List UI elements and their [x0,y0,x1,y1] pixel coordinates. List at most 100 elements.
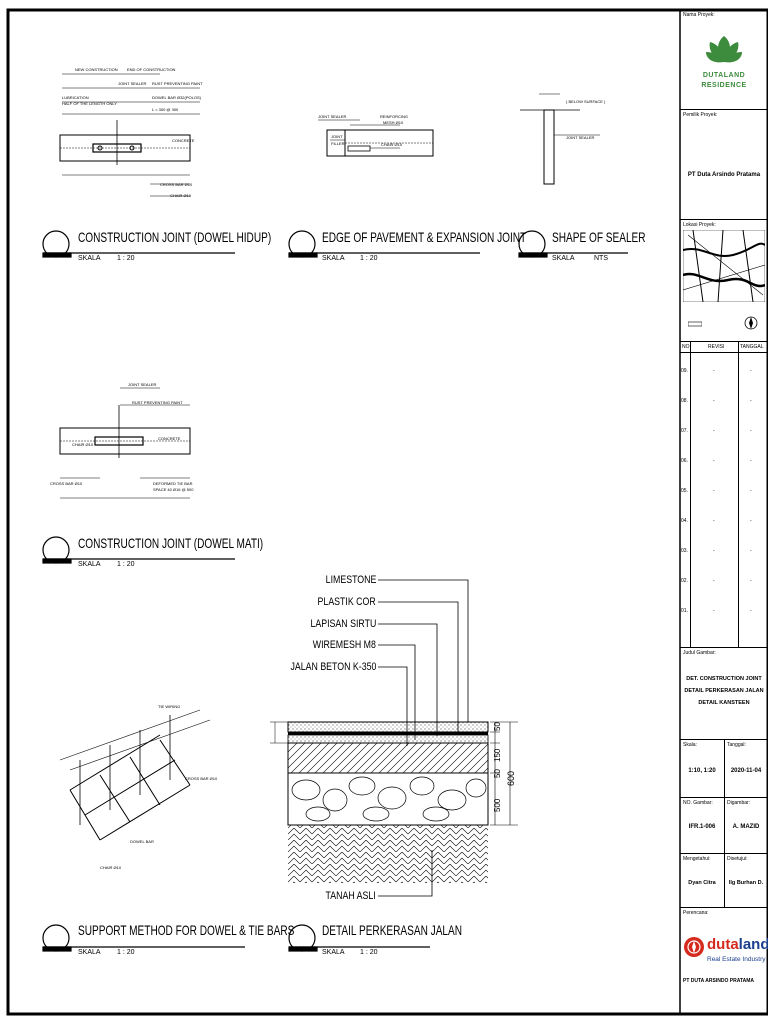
revisi-row-tanggal: - [750,488,752,494]
tb-no-gambar: NO. Gambar: Digambar: IFR.1-006 A. MAZID [680,798,768,854]
sealer-joint-sealer: JOINT SEALER [566,135,594,140]
layer-label-wiremesh: WIREMESH M8 [312,639,376,651]
layer-label-sirtu: LAPISAN SIRTU [310,618,376,630]
cj-mati-concrete: CONCRETE [158,436,181,441]
layer-plastik [288,732,488,735]
revisi-row-tanggal: - [750,428,752,434]
revisi-row-no: 04. [681,518,688,524]
tb-revisi-header-no: NO. [682,344,691,350]
layer-label-limestone: LIMESTONE [325,574,376,586]
revisi-row-no: 05. [681,488,688,494]
detail-support-method: TIE WIRING CROSS BAR Ø10 DOWEL BAR CHAIR… [59,704,218,870]
detail-shape-of-sealer: ( BELOW SURFACE ) JOINT SEALER [520,93,606,185]
tb-judul-line-3: DETAIL KANSTEEN [698,700,750,706]
tb-brand-row: dutaland [707,936,768,953]
cj-mati-chair: CHAIR Ø10 [72,442,94,447]
skala-cj-hidup-label: SKALA [78,255,101,262]
skala-edge-value: 1 : 20 [360,255,378,262]
tb-brand-tagline: Real Estate Industry [707,956,766,963]
title-support-method: SUPPORT METHOD FOR DOWEL & TIE BARS [78,922,295,938]
revisi-row-revisi: - [713,398,715,404]
support-tie-wire: TIE WIRING [158,704,180,709]
cj-hidup-cross-bar: CROSS BAR Ø10 [160,182,193,187]
revisi-row-no: 01. [681,608,688,614]
revisi-row-tanggal: - [750,368,752,374]
detail-perkerasan-jalan [270,721,518,883]
tb-pemilik-value: PT Duta Arsindo Pratama [687,172,761,178]
dim-150: 150 [493,748,502,762]
sheet-border [6,8,768,1016]
layer-label-plastik: PLASTIK COR [317,596,376,608]
tb-disetujui-value: Ilg Burhan D. [728,880,764,886]
tb-logo-text-2: RESIDENCE [701,82,747,89]
tb-brand-2: land [738,936,768,953]
layer-beton [287,742,489,774]
title-edge-pavement: EDGE OF PAVEMENT & EXPANSION JOINT [322,229,527,245]
revisi-row-no: 09. [681,368,688,374]
revisi-row-no: 06. [681,458,688,464]
tb-judul-line-2: DETAIL PERKERASAN JALAN [684,688,764,694]
tb-brand-pt: PT DUTA ARSINDO PRATAMA [683,978,755,984]
title-bubbles [42,230,628,952]
tb-tanggal-value: 2020-11-04 [730,768,762,774]
title-cj-hidup: CONSTRUCTION JOINT (DOWEL HIDUP) [78,229,272,245]
map-scale-icon [688,321,702,327]
dutaland-emblem-icon [684,937,704,957]
revisi-row-tanggal: - [750,518,752,524]
title-cj-mati: CONSTRUCTION JOINT (DOWEL MATI) [78,535,264,551]
tb-perencana-label: Perencana: [683,910,709,916]
edge-joint-sealer: JOINT SEALER [318,114,346,119]
support-dowel: DOWEL BAR [130,839,154,844]
tb-pemilik-label: Pemilik Proyek: [683,112,718,118]
cj-mati-cross-bar: CROSS BAR Ø10 [50,481,83,486]
detail-construction-joint-mati: JOINT SEALER RUST PREVENTING PAINT CHAIR… [50,382,194,499]
cj-hidup-concrete: CONCRETE [172,138,195,143]
tb-nama-proyek-label: Nama Proyek: [683,12,715,18]
tb-revisi-header-tanggal: TANGGAL [740,344,764,350]
tb-skala-value: 1:10, 1:20 [688,768,716,774]
tb-no-gambar-value: IFR.1-006 [688,824,716,830]
revisi-row-tanggal: - [750,458,752,464]
skala-sealer-label: SKALA [552,255,575,262]
support-chair: CHAIR Ø10 [100,865,122,870]
edge-mesh: MESH Ø10 [383,120,404,125]
revisi-row-revisi: - [713,368,715,374]
title-detail-perkerasan: DETAIL PERKERASAN JALAN [322,922,463,938]
skala-perkerasan-label: SKALA [322,949,345,956]
revisi-row-no: 02. [681,578,688,584]
dim-600: 600 [506,770,516,786]
perkerasan-leaders [378,579,469,897]
skala-cj-mati-value: 1 : 20 [117,561,135,568]
tb-skala-tanggal: Skala: Tanggal: 1:10, 1:20 2020-11-04 [680,740,768,798]
tb-pemilik: Pemilik Proyek: PT Duta Arsindo Pratama [680,110,768,220]
cj-hidup-chair: CHAIR Ø10 [170,193,192,198]
revisi-row-no: 08. [681,398,688,404]
detail-construction-joint-hidup: NEW CONSTRUCTION END OF CONSTRUCTION JOI… [59,67,203,198]
tb-nama-proyek: Nama Proyek: DUTALAND RESIDENCE [680,10,768,110]
north-arrow-icon [744,316,758,330]
cj-mati-tie-bar-2: SPACE 40 Ø16 @ 500 [153,487,194,492]
tb-mengetahui-label: Mengetahui: [683,856,711,862]
skala-sealer-value: NTS [594,255,608,262]
revisi-row-revisi: - [713,488,715,494]
skala-perkerasan-value: 1 : 20 [360,949,378,956]
cj-hidup-new-construction: NEW CONSTRUCTION [75,67,118,72]
edge-joint: JOINT [331,134,343,139]
revisi-row-no: 03. [681,548,688,554]
cj-mati-rust-paint: RUST PREVENTING PAINT [132,400,183,405]
cj-mati-tie-bar: DEFORMED TIE BAR [153,481,193,486]
dim-500: 500 [493,798,502,812]
skala-support-label: SKALA [78,949,101,956]
cj-hidup-lubrication: LUBRICATION [62,95,89,100]
revisi-row-revisi: - [713,608,715,614]
dim-50-bottom: 50 [493,769,502,778]
cj-hidup-end-construction: END OF CONSTRUCTION [127,67,176,72]
cj-hidup-joint-sealer: JOINT SEALER [118,81,146,86]
tb-disetujui-label: Disetujui: [727,856,748,862]
edge-chair: CHAIR Ø10 [381,142,403,147]
support-cross-bar: CROSS BAR Ø10 [185,776,218,781]
layer-sirtu [287,734,489,744]
location-map-icon [683,230,765,302]
tb-tanggal-label: Tanggal: [727,742,746,748]
